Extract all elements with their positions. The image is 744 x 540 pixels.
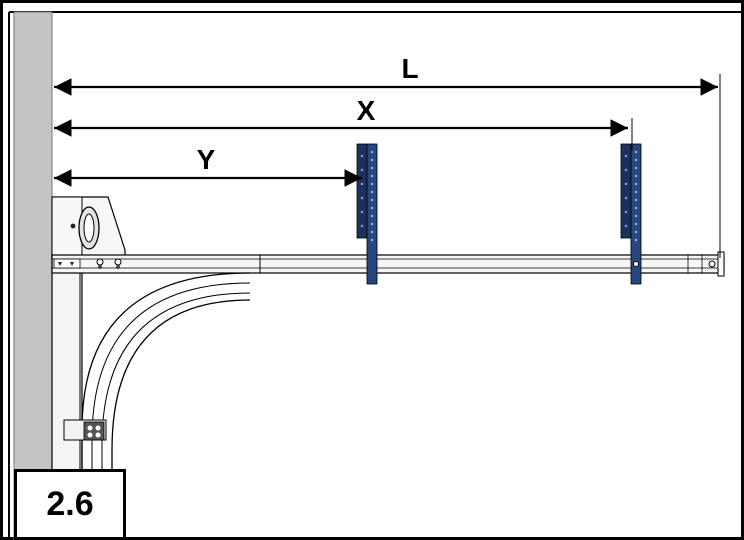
figure-number-box: 2.6 [14,469,126,540]
track-joint-fasteners [53,258,122,269]
track-end-hole [708,260,716,268]
hanging-bracket-x [620,143,642,285]
figure-number: 2.6 [46,485,94,523]
dimension-label-y: Y [197,144,216,175]
roller-hinge [63,419,107,441]
pulley-bracket [51,196,126,259]
horizontal-track [51,251,725,277]
hanging-bracket-y [356,143,378,285]
dimension-label-l: L [401,53,418,84]
track-end-cap [717,251,725,277]
dimension-label-x: X [357,95,376,126]
wall [13,11,53,540]
curved-track [81,272,260,540]
bracket-bolt [70,223,76,229]
